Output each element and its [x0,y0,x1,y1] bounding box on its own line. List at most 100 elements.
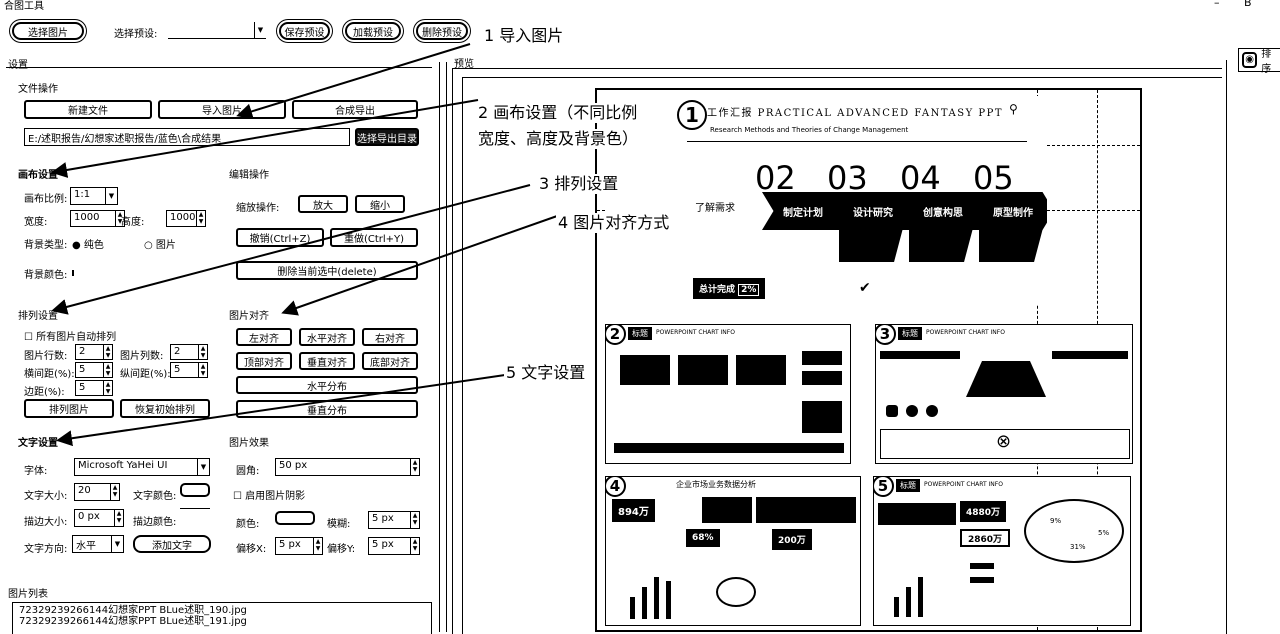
align-right-button[interactable]: 右对齐 [362,328,418,346]
text-direction-select[interactable]: 水平▼ [72,535,124,553]
slide-header: POWERPOINT CHART INFO [924,481,1003,488]
radius-input[interactable]: 50 px▲▼ [275,458,420,476]
edit-ops-title: 编辑操作 [229,170,269,181]
align-title: 图片对齐 [229,311,269,322]
restore-arrange-button[interactable]: 恢复初始排列 [120,399,210,418]
list-item[interactable]: 72329239266144幻想家PPT BLue述职_191.jpg [19,616,247,627]
slide-header: POWERPOINT CHART INFO [926,329,1005,336]
align-top-button[interactable]: 顶部对齐 [236,352,292,370]
blur-input[interactable]: 5 px▲▼ [368,511,420,529]
offset-y-label: 偏移Y: [327,544,356,555]
text-size-input[interactable]: 20▲▼ [74,483,120,501]
chevron-down-icon: ▼ [105,188,117,204]
rows-input[interactable]: 2▲▼ [75,344,113,360]
minimize-icon[interactable]: – [1214,0,1220,9]
zoom-out-button[interactable]: 缩小 [355,195,405,213]
slide-tag: 标题 [898,327,922,340]
margin-input[interactable]: 5▲▼ [75,380,113,396]
shadow-color-swatch[interactable] [275,511,315,525]
annotation-4: 4 图片对齐方式 [556,213,672,233]
pie-label: 5% [1098,529,1110,537]
hgap-input[interactable]: 5▲▼ [75,362,113,378]
composite-preview[interactable]: 1 工作汇报 PRACTICAL ADVANCED FANTASY PPT ⚲ … [595,88,1142,632]
stroke-color-swatch[interactable] [180,508,210,509]
height-input[interactable]: 1000▲▼ [166,210,206,227]
annotation-2-line1: 2 画布设置（不同比例 [476,103,640,123]
offset-x-input[interactable]: 5 px▲▼ [275,537,323,555]
v-distribute-button[interactable]: 垂直分布 [236,400,418,418]
undo-button[interactable]: 撤销(Ctrl+Z) [236,228,324,247]
stat-badge: 总计完成 2% [693,278,766,299]
new-file-button[interactable]: 新建文件 [24,100,152,119]
slide-title: 工作汇报 PRACTICAL ADVANCED FANTASY PPT [707,108,1003,119]
list-item[interactable]: 7232923926614​4幻想家PPT BLue述职_190.jpg [19,605,247,616]
delete-selected-button[interactable]: 删除当前选中(delete) [236,261,418,280]
pie-label: 31% [1070,543,1086,551]
bg-color-swatch[interactable] [72,270,74,276]
delete-preset-button[interactable]: 删除预设 [416,22,468,40]
preset-label: 选择预设: [114,29,158,40]
width-input[interactable]: 1000▲▼ [70,210,125,227]
window-title: 合图工具 [4,1,44,12]
bg-type-label: 背景类型: [24,240,68,251]
shadow-checkbox[interactable]: ☐ 启用图片阴影 [233,491,306,502]
hgap-label: 横间距(%): [24,369,75,380]
stroke-size-input[interactable]: 0 px▲▼ [74,509,124,527]
slide-header: 企业市场业务数据分析 [676,480,756,489]
stat-box: 2860万 [960,529,1010,547]
load-preset-button[interactable]: 加载预设 [345,22,401,40]
slide-5[interactable]: 5 标题 POWERPOINT CHART INFO 4880万 2860万 9… [873,476,1131,626]
slide-number-badge: 1 [677,100,707,130]
bg-image-radio[interactable]: ○ 图片 [144,240,176,251]
ratio-select[interactable]: 1:1▼ [70,187,118,205]
preview-canvas-area[interactable] [462,77,1222,634]
preset-select[interactable]: ▼ [168,22,266,39]
stat-badge: 68% [686,529,720,547]
zoom-in-button[interactable]: 放大 [298,195,348,213]
stage-chevron: 设计研究 [832,192,914,230]
maximize-icon[interactable]: B [1244,0,1252,9]
offset-x-label: 偏移X: [236,544,267,555]
bg-solid-radio[interactable]: ● 纯色 [72,240,104,251]
slide-2[interactable]: 2 标题 POWERPOINT CHART INFO [605,324,851,464]
save-preset-button[interactable]: 保存预设 [279,22,330,40]
text-settings-title: 文字设置 [18,438,58,449]
slide-1[interactable]: 1 工作汇报 PRACTICAL ADVANCED FANTASY PPT ⚲ … [607,96,1047,304]
auto-arrange-checkbox[interactable]: ☐ 所有图片自动排列 [24,332,117,343]
vgap-input[interactable]: 5▲▼ [170,362,208,378]
location-icon: ⚲ [1009,102,1018,116]
cols-input[interactable]: 2▲▼ [170,344,208,360]
align-bottom-button[interactable]: 底部对齐 [362,352,418,370]
annotation-5: 5 文字设置 [504,363,588,383]
align-hcenter-button[interactable]: 水平对齐 [299,328,355,346]
h-distribute-button[interactable]: 水平分布 [236,376,418,394]
choose-images-button[interactable]: 选择图片 [12,22,84,40]
align-vcenter-button[interactable]: 垂直对齐 [299,352,355,370]
stage-label: 了解需求 [695,203,735,214]
chevron-down-icon: ▼ [197,459,209,475]
slide-3[interactable]: 3 标题 POWERPOINT CHART INFO ⊗ [875,324,1133,464]
arrange-button[interactable]: 排列图片 [24,399,114,418]
align-left-button[interactable]: 左对齐 [236,328,292,346]
vgap-label: 纵间距(%): [120,369,171,380]
sort-tab[interactable]: ◉ 排序 [1238,48,1280,75]
check-circle-icon: ✔ [859,280,871,296]
choose-export-dir-button[interactable]: 选择导出目录 [355,128,419,146]
pie-chart [1024,499,1124,563]
preview-scrollbar[interactable] [1226,60,1234,634]
font-label: 字体: [24,466,48,477]
slide-4[interactable]: 4 企业市场业务数据分析 894万 68% 200万 [605,476,861,626]
font-select[interactable]: Microsoft YaHei UI▼ [74,458,210,476]
offset-y-input[interactable]: 5 px▲▼ [368,537,420,555]
text-color-swatch[interactable] [180,483,210,497]
export-path-input[interactable]: E:/述职报告/幻想家述职报告/蓝色\合成结果 [24,128,350,146]
file-list[interactable]: 7232923926614​4幻想家PPT BLue述职_190.jpg 723… [12,602,432,634]
canvas-settings-title: 画布设置 [18,170,58,181]
export-button[interactable]: 合成导出 [292,100,418,119]
import-images-button[interactable]: 导入图片 [158,100,286,119]
settings-title: 设置 [8,60,28,71]
panel-scrollbar[interactable] [439,62,447,632]
redo-button[interactable]: 重做(Ctrl+Y) [330,228,418,247]
add-text-button[interactable]: 添加文字 [133,535,211,553]
file-list-title: 图片列表 [8,589,48,600]
